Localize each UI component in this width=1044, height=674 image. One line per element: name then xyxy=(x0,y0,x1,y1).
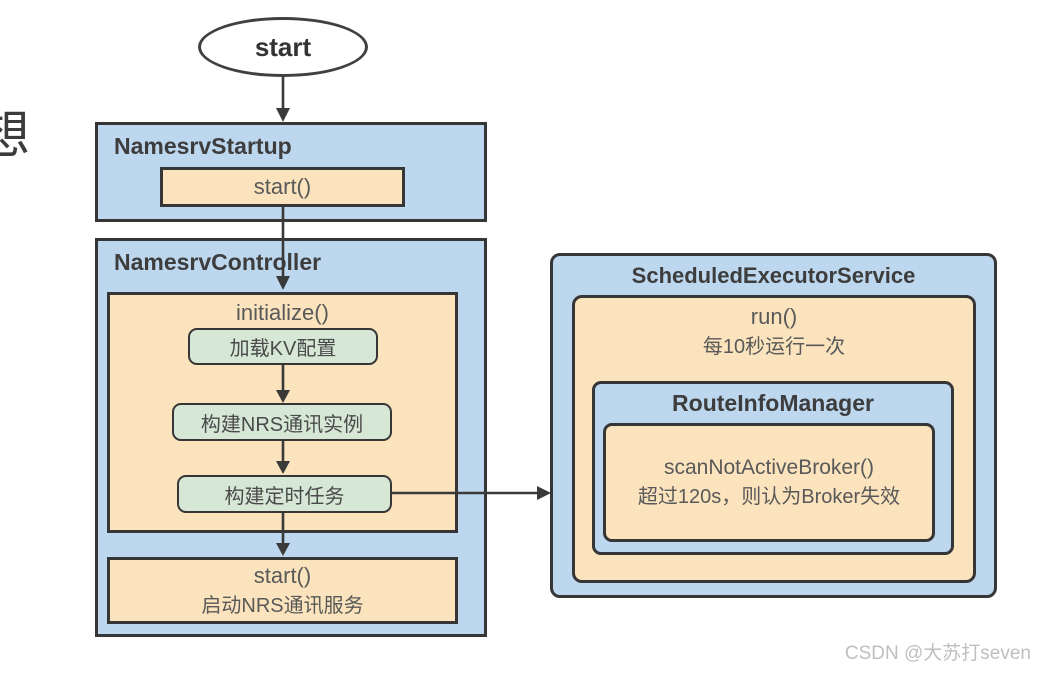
scan-not-active-broker-box: scanNotActiveBroker() 超过120s，则认为Broker失效 xyxy=(603,423,935,542)
namesrv-controller-title: NamesrvController xyxy=(114,249,322,275)
namesrv-startup-start-method: start() xyxy=(160,167,405,207)
step-load-kv-config: 加载KV配置 xyxy=(188,328,378,365)
scan-not-active-broker-sublabel: 超过120s，则认为Broker失效 xyxy=(637,486,901,508)
step-build-timer-task-label: 构建定时任务 xyxy=(224,485,345,508)
run-label: run() xyxy=(750,304,798,329)
route-info-manager-title: RouteInfoManager xyxy=(672,390,874,416)
csdn-watermark: CSDN @大苏打seven xyxy=(844,643,1031,664)
step-build-nrs-instance: 构建NRS通讯实例 xyxy=(172,403,392,441)
step-load-kv-config-label: 加载KV配置 xyxy=(229,338,337,360)
controller-start-sublabel: 启动NRS通讯服务 xyxy=(201,595,364,617)
scan-not-active-broker-label: scanNotActiveBroker() xyxy=(663,456,875,479)
controller-start-label: start() xyxy=(253,563,312,588)
step-build-nrs-instance-label: 构建NRS通讯实例 xyxy=(200,413,364,436)
start-node: start xyxy=(198,17,368,77)
start-node-label: start xyxy=(254,31,312,62)
namesrv-startup-title: NamesrvStartup xyxy=(114,133,292,159)
namesrv-startup-start-label: start() xyxy=(253,174,312,199)
initialize-label: initialize() xyxy=(236,300,329,325)
arrow-start-to-namesrvstartup xyxy=(276,77,290,122)
run-sublabel: 每10秒运行一次 xyxy=(702,336,846,358)
left-edge-partial-text: 想 xyxy=(0,107,31,165)
step-build-timer-task: 构建定时任务 xyxy=(177,475,392,513)
scheduled-executor-service-title: ScheduledExecutorService xyxy=(631,263,916,288)
controller-start-method-box: start() 启动NRS通讯服务 xyxy=(107,557,458,624)
